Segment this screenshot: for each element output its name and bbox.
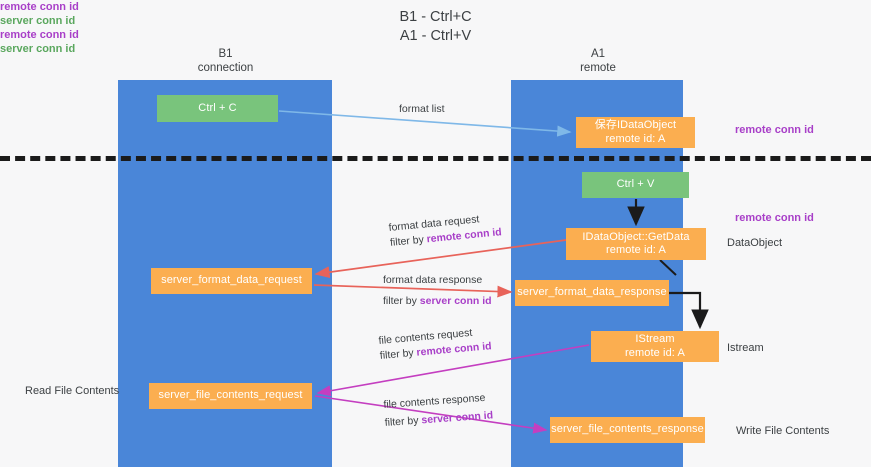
column-header-b1: B1 connection [148, 48, 303, 75]
annotation-server-conn-id-left-bottom: server conn id [0, 43, 76, 55]
node-server-format-data-request-label: server_format_data_request [161, 274, 302, 287]
arrow-format-list [278, 110, 572, 137]
annotation-istream: Istream [727, 342, 764, 354]
node-server-file-contents-request[interactable]: server_file_contents_request [149, 383, 312, 409]
flow-label-format-data-response-filter: filter by server conn id [383, 294, 492, 309]
node-server-format-data-response-label: server_format_data_response [517, 286, 667, 299]
server-conn-id-token: server conn id [419, 295, 492, 307]
node-istream[interactable]: IStream remote id: A [591, 331, 719, 362]
column-header-a1-name: A1 [590, 48, 606, 60]
node-server-file-contents-response[interactable]: server_file_contents_response [550, 417, 705, 443]
node-idataobject-getdata[interactable]: IDataObject::GetData remote id: A [566, 228, 706, 260]
node-server-format-data-response[interactable]: server_format_data_response [515, 280, 669, 306]
column-header-b1-sub: connection [197, 61, 254, 74]
arrow-getdata-down [659, 259, 677, 276]
flow-label-format-data-response-text: format data response [383, 274, 483, 286]
annotation-conn-ids-mid: remote conn id server conn id [0, 0, 871, 28]
flow-label-format-list-text: format list [399, 103, 445, 115]
node-save-idataobject-label: 保存IDataObject [594, 119, 677, 131]
annotation-server-conn-id-left-mid: server conn id [0, 15, 76, 27]
node-ctrl-c-label: Ctrl + C [198, 101, 237, 114]
node-save-idataobject-sub: remote id: A [605, 132, 666, 145]
annotation-remote-conn-id-left-bottom: remote conn id [0, 29, 79, 41]
diagram-title: B1 - Ctrl+C A1 - Ctrl+V [0, 8, 871, 46]
node-server-file-contents-response-label: server_file_contents_response [551, 423, 704, 436]
arrow-file-contents-response [314, 395, 548, 434]
annotation-remote-conn-id-top: remote conn id [735, 124, 814, 136]
arrow-format-response-to-istream [669, 291, 709, 330]
node-idataobject-getdata-label: IDataObject::GetData [582, 230, 690, 243]
annotation-remote-conn-id-mid: remote conn id [735, 212, 814, 224]
filter-by-prefix: filter by [379, 346, 418, 362]
filter-by-prefix: filter by [383, 295, 420, 307]
flow-label-format-list: format list [399, 102, 445, 117]
node-server-file-contents-request-label: server_file_contents_request [158, 389, 303, 402]
column-header-a1: A1 remote [538, 48, 658, 75]
annotation-write-file-contents: Write File Contents [736, 425, 830, 437]
arrow-format-data-response [313, 284, 513, 298]
phase-divider [0, 156, 871, 161]
node-ctrl-v[interactable]: Ctrl + V [582, 172, 689, 198]
annotation-conn-ids-bottom: remote conn id server conn id [0, 28, 871, 56]
server-conn-id-token: server conn id [421, 409, 494, 427]
title-line-2: A1 - Ctrl+V [399, 28, 472, 44]
column-header-a1-sub: remote [580, 61, 616, 74]
arrow-file-contents-request [316, 344, 590, 397]
column-header-b1-name: B1 [218, 48, 233, 60]
filter-by-prefix: filter by [384, 414, 422, 429]
annotation-read-file-contents: Read File Contents [25, 385, 120, 397]
node-ctrl-c[interactable]: Ctrl + C [157, 95, 278, 122]
node-ctrl-v-label: Ctrl + V [616, 178, 655, 191]
annotation-dataobject: DataObject [727, 237, 783, 249]
node-server-format-data-request[interactable]: server_format_data_request [151, 268, 312, 294]
title-line-1: B1 - Ctrl+C [399, 9, 472, 25]
node-istream-label: IStream [635, 333, 675, 345]
node-save-idataobject[interactable]: 保存IDataObject remote id: A [576, 117, 695, 148]
arrow-format-data-request [314, 239, 567, 279]
flow-label-format-data-response: format data response filter by server co… [383, 273, 492, 309]
filter-by-prefix: filter by [389, 233, 428, 249]
node-idataobject-getdata-sub: remote id: A [606, 244, 666, 256]
node-istream-sub: remote id: A [625, 346, 685, 359]
annotation-remote-conn-id-left-mid: remote conn id [0, 1, 79, 13]
